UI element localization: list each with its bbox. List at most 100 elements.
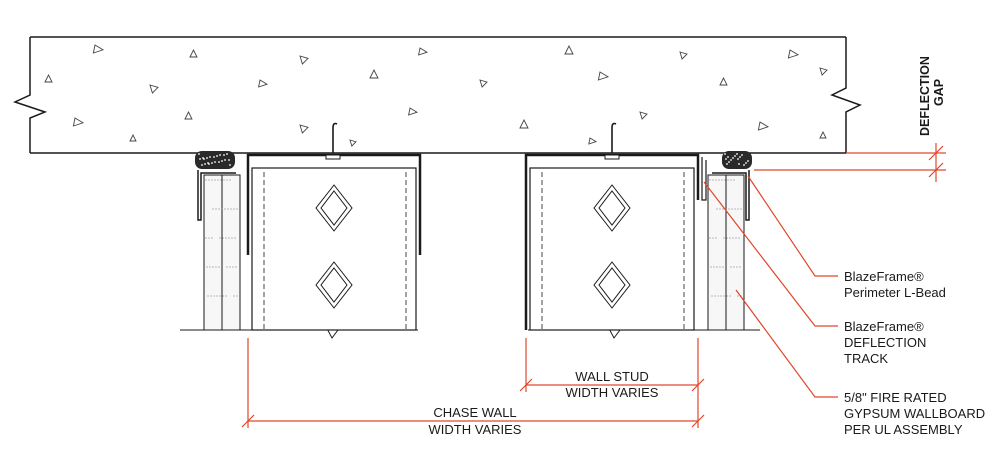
- gypsum-texture: [738, 237, 740, 239]
- gypsum-texture: [205, 237, 207, 239]
- gypsum-texture: [719, 266, 721, 268]
- gypsum-texture: [212, 208, 214, 210]
- aggregate-mark: [588, 137, 598, 145]
- aggregate-mark: [349, 139, 357, 147]
- gypsum-texture: [723, 295, 725, 297]
- left-gypsum-board-inner: [221, 174, 241, 331]
- sealant-speckle: [224, 159, 226, 161]
- aggregate-mark: [719, 76, 728, 86]
- gypsum-texture: [226, 179, 228, 181]
- aggregate-mark: [408, 107, 419, 116]
- gypsum-texture: [233, 295, 235, 297]
- aggregate-mark: [519, 118, 529, 129]
- gypsum-texture: [205, 179, 207, 181]
- gypsum-texture: [217, 179, 219, 181]
- gypsum-texture: [215, 208, 217, 210]
- wall-stud-dimension-label: WALL STUD WIDTH VARIES: [566, 369, 659, 400]
- gypsum-texture: [740, 208, 742, 210]
- gypsum-texture: [716, 266, 718, 268]
- gypsum-texture: [718, 179, 720, 181]
- aggregate-mark: [299, 124, 309, 134]
- gypsum-texture: [227, 208, 229, 210]
- gypsum-texture: [733, 179, 735, 181]
- aggregate-mark: [418, 47, 429, 56]
- gypsum-texture: [218, 266, 220, 268]
- gypsum-texture: [221, 208, 223, 210]
- gypsum-texture: [209, 266, 211, 268]
- sealant-speckle: [747, 160, 749, 162]
- gypsum-texture: [222, 237, 224, 239]
- gypsum-texture: [713, 266, 715, 268]
- gypsum-texture: [233, 208, 235, 210]
- gypsum-texture: [715, 179, 717, 181]
- sealant-speckle: [216, 155, 218, 157]
- gypsum-texture: [226, 266, 228, 268]
- aggregate-mark: [819, 130, 827, 139]
- gypsum-texture: [739, 266, 741, 268]
- sealant-speckle: [741, 154, 743, 156]
- gypsum-texture: [716, 208, 718, 210]
- sealant-speckle: [206, 157, 208, 159]
- sealant-speckle: [726, 163, 728, 165]
- gypsum-texture: [721, 179, 723, 181]
- gypsum-texture: [717, 295, 719, 297]
- right-wall-assembly: [524, 122, 752, 331]
- gypsum-texture: [207, 295, 209, 297]
- aggregate-mark: [299, 55, 309, 65]
- gypsum-texture: [722, 208, 724, 210]
- gypsum-texture: [218, 208, 220, 210]
- sealant-speckle: [204, 163, 206, 165]
- left-gypsum-board-outer: [203, 174, 223, 331]
- gypsum-texture: [232, 266, 234, 268]
- aggregate-mark: [92, 44, 105, 54]
- gypsum-texture: [730, 266, 732, 268]
- sealant-speckle: [745, 162, 747, 164]
- aggregate-mark: [149, 84, 159, 94]
- sealant-speckle: [739, 156, 741, 158]
- gypsum-texture: [730, 179, 732, 181]
- gypsum-texture: [732, 237, 734, 239]
- sealant-speckle: [223, 154, 225, 156]
- gypsum-texture: [213, 295, 215, 297]
- gypsum-line1: 5/8" FIRE RATED: [844, 390, 947, 405]
- deflection-track-line3: TRACK: [844, 351, 888, 366]
- gypsum-texture: [224, 208, 226, 210]
- gypsum-texture: [737, 295, 739, 297]
- chase-width-line2: WIDTH VARIES: [429, 422, 522, 437]
- sealant-speckle: [228, 159, 230, 161]
- gypsum-texture: [719, 208, 721, 210]
- sealant-speckle: [738, 163, 740, 165]
- gypsum-texture: [220, 179, 222, 181]
- gypsum-texture: [726, 237, 728, 239]
- gypsum-texture: [236, 208, 238, 210]
- gypsum-texture: [724, 179, 726, 181]
- sealant-speckle: [737, 158, 739, 160]
- chase-width-line1: CHASE WALL: [433, 405, 516, 420]
- aggregate-mark: [639, 111, 648, 120]
- aggregate-mark: [44, 73, 53, 83]
- aggregate-mark: [787, 49, 800, 59]
- aggregate-mark: [129, 133, 137, 142]
- gypsum-texture: [229, 179, 231, 181]
- aggregate-mark: [369, 68, 379, 79]
- gypsum-texture: [712, 237, 714, 239]
- gypsum-texture: [715, 237, 717, 239]
- gypsum-texture: [211, 237, 213, 239]
- sealant-speckle: [727, 156, 729, 158]
- left-l-bead: [197, 170, 236, 221]
- gypsum-texture: [709, 237, 711, 239]
- deflection-track-leader: [703, 181, 838, 327]
- gypsum-texture: [235, 266, 237, 268]
- right-gypsum-board-outer: [725, 174, 745, 331]
- gypsum-texture: [219, 237, 221, 239]
- stud-width-line1: WALL STUD: [575, 369, 648, 384]
- gypsum-texture: [216, 295, 218, 297]
- deflection-gap-line2: GAP: [932, 79, 946, 106]
- deflection-track-line1: BlazeFrame®: [844, 319, 924, 334]
- gypsum-texture: [737, 208, 739, 210]
- gypsum-texture: [712, 179, 714, 181]
- sealant-speckle: [734, 155, 736, 157]
- gypsum-texture: [735, 237, 737, 239]
- concrete-aggregate: [44, 44, 828, 147]
- aggregate-mark: [258, 79, 269, 88]
